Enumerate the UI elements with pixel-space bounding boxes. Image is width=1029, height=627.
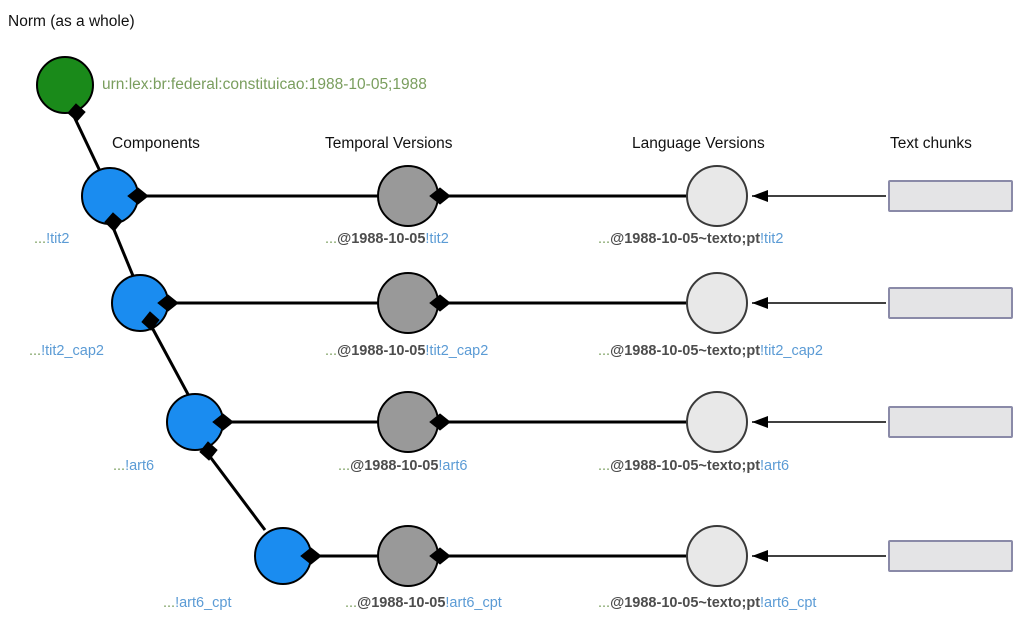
- language-label-2: ...@1988-10-05~texto;pt!tit2_cap2: [598, 343, 823, 359]
- language-node-4[interactable]: [686, 525, 748, 587]
- edge-component-3-to-4: [203, 449, 267, 531]
- language-label-4: ...@1988-10-05~texto;pt!art6_cpt: [598, 595, 816, 611]
- temporal-label-2: ...@1988-10-05!tit2_cap2: [325, 343, 488, 359]
- temporal-node-2[interactable]: [377, 272, 439, 334]
- column-header-language-versions: Language Versions: [632, 135, 765, 152]
- diamond-component-4: [300, 547, 322, 565]
- diamond-component-4-parent: [199, 441, 218, 461]
- language-node-1[interactable]: [686, 165, 748, 227]
- root-urn-label: urn:lex:br:federal:constituicao:1988-10-…: [102, 76, 427, 93]
- temporal-node-4[interactable]: [377, 525, 439, 587]
- root-node-circle[interactable]: [36, 56, 94, 114]
- temporal-label-3: ...@1988-10-05!art6: [338, 458, 467, 474]
- diamond-component-2: [157, 294, 179, 312]
- arrowhead-chunk-3: [752, 416, 768, 428]
- diamond-component-3-parent: [141, 311, 160, 331]
- diamond-component-2-parent: [104, 212, 123, 232]
- column-header-text-chunks: Text chunks: [890, 135, 972, 152]
- language-node-3[interactable]: [686, 391, 748, 453]
- edge-component-2-to-3: [146, 319, 192, 399]
- text-chunk-box-4[interactable]: [888, 540, 1013, 572]
- norm-section-title: Norm (as a whole): [8, 13, 135, 30]
- column-header-temporal-versions: Temporal Versions: [325, 135, 453, 152]
- text-chunk-box-2[interactable]: [888, 287, 1013, 319]
- temporal-node-3[interactable]: [377, 391, 439, 453]
- diamond-component-3: [212, 413, 234, 431]
- temporal-node-1[interactable]: [377, 165, 439, 227]
- component-label-4: ...!art6_cpt: [163, 595, 232, 611]
- text-chunk-box-1[interactable]: [888, 180, 1013, 212]
- temporal-label-4: ...@1988-10-05!art6_cpt: [345, 595, 502, 611]
- arrowhead-chunk-1: [752, 190, 768, 202]
- component-label-3: ...!art6: [113, 458, 154, 474]
- diamond-root: [67, 103, 86, 122]
- arrowhead-chunk-2: [752, 297, 768, 309]
- language-node-2[interactable]: [686, 272, 748, 334]
- diamond-component-1: [127, 187, 149, 205]
- language-label-3: ...@1988-10-05~texto;pt!art6: [598, 458, 789, 474]
- arrowhead-chunk-4: [752, 550, 768, 562]
- component-label-1: ...!tit2: [34, 231, 69, 247]
- language-label-1: ...@1988-10-05~texto;pt!tit2: [598, 231, 783, 247]
- diamond-temporal-1: [429, 187, 451, 205]
- diamond-temporal-3: [429, 413, 451, 431]
- diamond-temporal-4: [429, 547, 451, 565]
- temporal-label-1: ...@1988-10-05!tit2: [325, 231, 449, 247]
- diamond-temporal-2: [429, 294, 451, 312]
- component-label-2: ...!tit2_cap2: [29, 343, 104, 359]
- column-header-components: Components: [112, 135, 200, 152]
- text-chunk-box-3[interactable]: [888, 406, 1013, 438]
